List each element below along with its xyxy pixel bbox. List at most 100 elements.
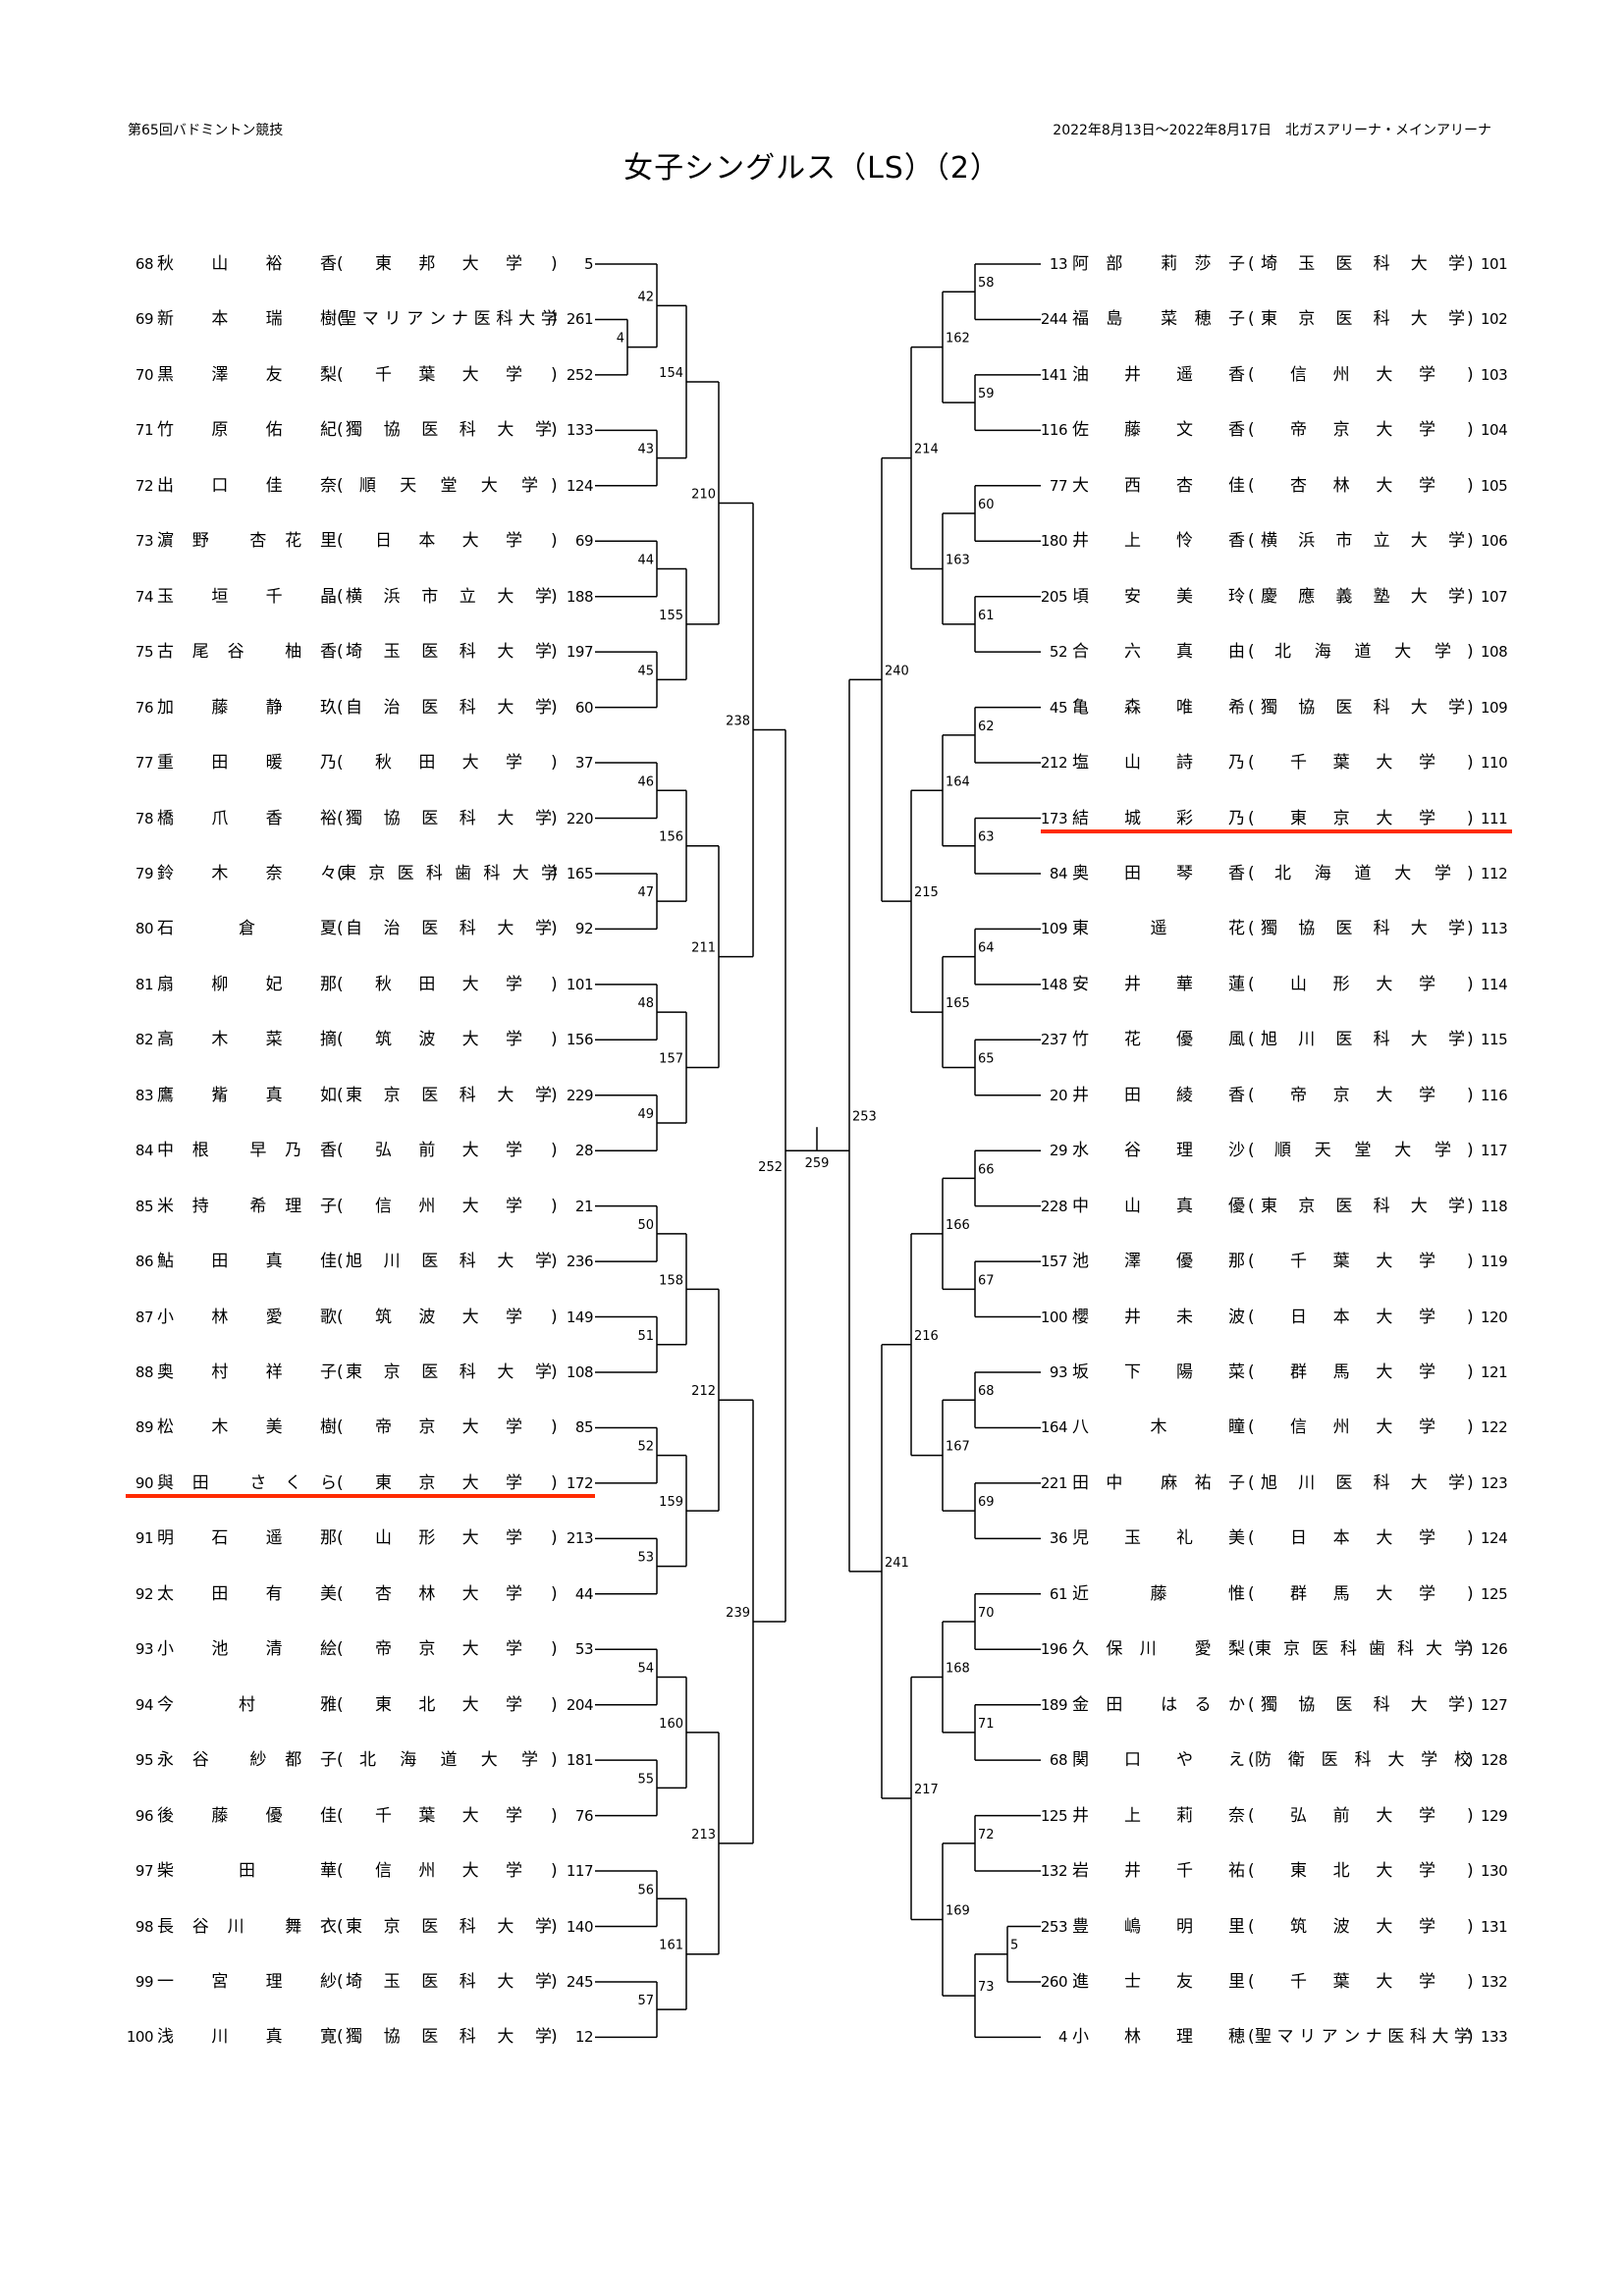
player-name: 一宮理紗 bbox=[157, 1971, 337, 1992]
paren-open: ( bbox=[337, 1030, 344, 1050]
school-name: 帝京大学 bbox=[1290, 420, 1435, 441]
player-id: 212 bbox=[1040, 754, 1068, 773]
player-id: 220 bbox=[566, 809, 594, 828]
school-name: 信州大学 bbox=[1290, 364, 1435, 385]
paren-open: ( bbox=[1248, 863, 1255, 883]
player-name: 石倉夏 bbox=[157, 919, 337, 939]
player-name: 與田さくら bbox=[157, 1472, 337, 1493]
school-name: 千葉大学 bbox=[375, 1805, 522, 1826]
school-name: 旭川医科大学 bbox=[1261, 1472, 1465, 1493]
player-name: 小林理穂 bbox=[1072, 2027, 1245, 2048]
paren-close: ) bbox=[1467, 697, 1474, 718]
match-number: 62 bbox=[978, 720, 995, 734]
paren-open: ( bbox=[1248, 309, 1255, 330]
match-number: 68 bbox=[978, 1384, 995, 1399]
paren-close: ) bbox=[1467, 1196, 1474, 1216]
match-number: 69 bbox=[978, 1495, 995, 1510]
player-name: 重田暖乃 bbox=[157, 753, 337, 774]
paren-open: ( bbox=[1248, 1252, 1255, 1272]
player-id: 101 bbox=[566, 975, 594, 993]
match-number: 54 bbox=[637, 1661, 654, 1676]
player-id: 197 bbox=[566, 643, 594, 662]
school-name: 埼玉医科大学 bbox=[1261, 254, 1465, 274]
match-number: 46 bbox=[637, 774, 654, 789]
match-number: 155 bbox=[659, 609, 683, 623]
draw-number: 71 bbox=[135, 421, 154, 440]
player-name: 関口やえ bbox=[1072, 1750, 1245, 1771]
draw-number: 86 bbox=[135, 1253, 154, 1271]
draw-number: 88 bbox=[135, 1363, 154, 1381]
player-name: 長谷川舞衣 bbox=[157, 1916, 337, 1937]
paren-open: ( bbox=[1248, 254, 1255, 274]
paren-close: ) bbox=[1467, 309, 1474, 330]
player-id: 237 bbox=[1040, 1031, 1068, 1049]
match-number: 43 bbox=[637, 443, 654, 457]
paren-close: ) bbox=[551, 1196, 558, 1216]
paren-open: ( bbox=[1248, 1362, 1255, 1382]
player-id: 149 bbox=[566, 1308, 594, 1326]
player-name: 水谷理沙 bbox=[1072, 1141, 1245, 1161]
draw-number: 110 bbox=[1481, 754, 1508, 773]
match-number: 240 bbox=[885, 664, 909, 678]
paren-open: ( bbox=[1248, 974, 1255, 994]
paren-close: ) bbox=[551, 1030, 558, 1050]
school-name: 東邦大学 bbox=[375, 254, 522, 274]
school-name: 秋田大学 bbox=[375, 753, 522, 774]
match-number: 61 bbox=[978, 609, 995, 623]
paren-open: ( bbox=[1248, 1196, 1255, 1216]
player-name: 近藤惟 bbox=[1072, 1583, 1245, 1604]
paren-open: ( bbox=[1248, 808, 1255, 828]
match-number: 159 bbox=[659, 1495, 683, 1510]
player-id: 77 bbox=[1049, 476, 1068, 495]
player-id: 52 bbox=[1049, 643, 1068, 662]
player-name: 久保川愛梨 bbox=[1072, 1639, 1245, 1660]
player-name: 児玉礼美 bbox=[1072, 1528, 1245, 1549]
match-number: 55 bbox=[637, 1772, 654, 1787]
school-name: 東京医科大学 bbox=[346, 1916, 552, 1937]
player-id: 20 bbox=[1049, 1086, 1068, 1104]
draw-number: 121 bbox=[1481, 1363, 1508, 1381]
school-name: 杏林大学 bbox=[375, 1583, 522, 1604]
paren-open: ( bbox=[337, 1694, 344, 1715]
player-name: 今村雅 bbox=[157, 1694, 337, 1715]
school-name: 旭川医科大学 bbox=[346, 1252, 552, 1272]
paren-close: ) bbox=[1467, 1307, 1474, 1327]
school-name: 自治医科大学 bbox=[346, 919, 552, 939]
match-number: 163 bbox=[946, 553, 970, 567]
draw-number: 91 bbox=[135, 1529, 154, 1548]
paren-open: ( bbox=[1248, 531, 1255, 552]
school-name: 聖マリアンナ医科大学 bbox=[340, 309, 558, 330]
school-name: 東京大学 bbox=[375, 1472, 522, 1493]
draw-number: 89 bbox=[135, 1418, 154, 1437]
draw-number: 93 bbox=[135, 1640, 154, 1659]
match-number: 59 bbox=[978, 387, 995, 401]
paren-open: ( bbox=[337, 1805, 344, 1826]
paren-close: ) bbox=[551, 1694, 558, 1715]
draw-number: 124 bbox=[1481, 1529, 1508, 1548]
match-number: 217 bbox=[914, 1783, 939, 1797]
paren-open: ( bbox=[1248, 697, 1255, 718]
paren-close: ) bbox=[1467, 254, 1474, 274]
paren-close: ) bbox=[551, 642, 558, 663]
draw-number: 106 bbox=[1481, 532, 1508, 551]
player-id: 92 bbox=[574, 920, 594, 938]
draw-number: 68 bbox=[135, 255, 154, 273]
player-name: 米持希理子 bbox=[157, 1196, 337, 1216]
paren-close: ) bbox=[551, 420, 558, 441]
match-number: 160 bbox=[659, 1717, 683, 1732]
player-id: 260 bbox=[1040, 1972, 1068, 1991]
page-title: 女子シングルス（LS）（2） bbox=[623, 151, 1001, 186]
